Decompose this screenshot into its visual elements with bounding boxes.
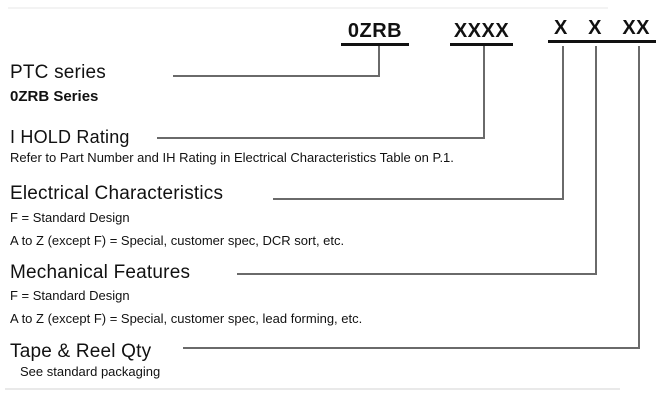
section-title-ptc-series: PTC series [10,62,106,83]
connector-line-tape-reel [183,46,640,349]
electrical-code-text: X [554,17,568,39]
section-text-mechanical-standard: F = Standard Design [10,288,130,303]
part-code-segment-series: 0ZRB [341,19,409,46]
connector-line-series [173,46,380,77]
section-text-mechanical-special: A to Z (except F) = Special, customer sp… [10,311,363,326]
connector-line-mechanical [237,46,597,275]
ih-rating-code-text: XXXX [453,20,510,42]
mechanical-code-text: X [588,17,602,39]
section-text-electrical-special: A to Z (except F) = Special, customer sp… [10,233,345,248]
connector-line-ih-rating [157,46,485,139]
section-title-electrical-characteristics: Electrical Characteristics [10,183,224,204]
faint-bottom-rule [5,388,620,390]
part-code-segment-suffix-group: X X XX [548,17,656,43]
section-text-electrical-standard: F = Standard Design [10,210,130,225]
section-text-0zrb-series: 0ZRB Series [10,88,99,105]
part-code-segment-ih-rating: XXXX [450,19,513,46]
section-text-tape-reel-packaging: See standard packaging [20,364,161,379]
section-title-ihold-rating: I HOLD Rating [10,127,130,147]
series-code-text: 0ZRB [347,20,403,42]
section-title-tape-reel-qty: Tape & Reel Qty [10,341,152,362]
section-title-mechanical-features: Mechanical Features [10,262,191,283]
tape-reel-code-text: XX [622,17,650,39]
connector-line-electrical [273,46,564,200]
faint-top-rule [8,7,608,9]
section-text-ihold-refer: Refer to Part Number and IH Rating in El… [10,150,454,165]
